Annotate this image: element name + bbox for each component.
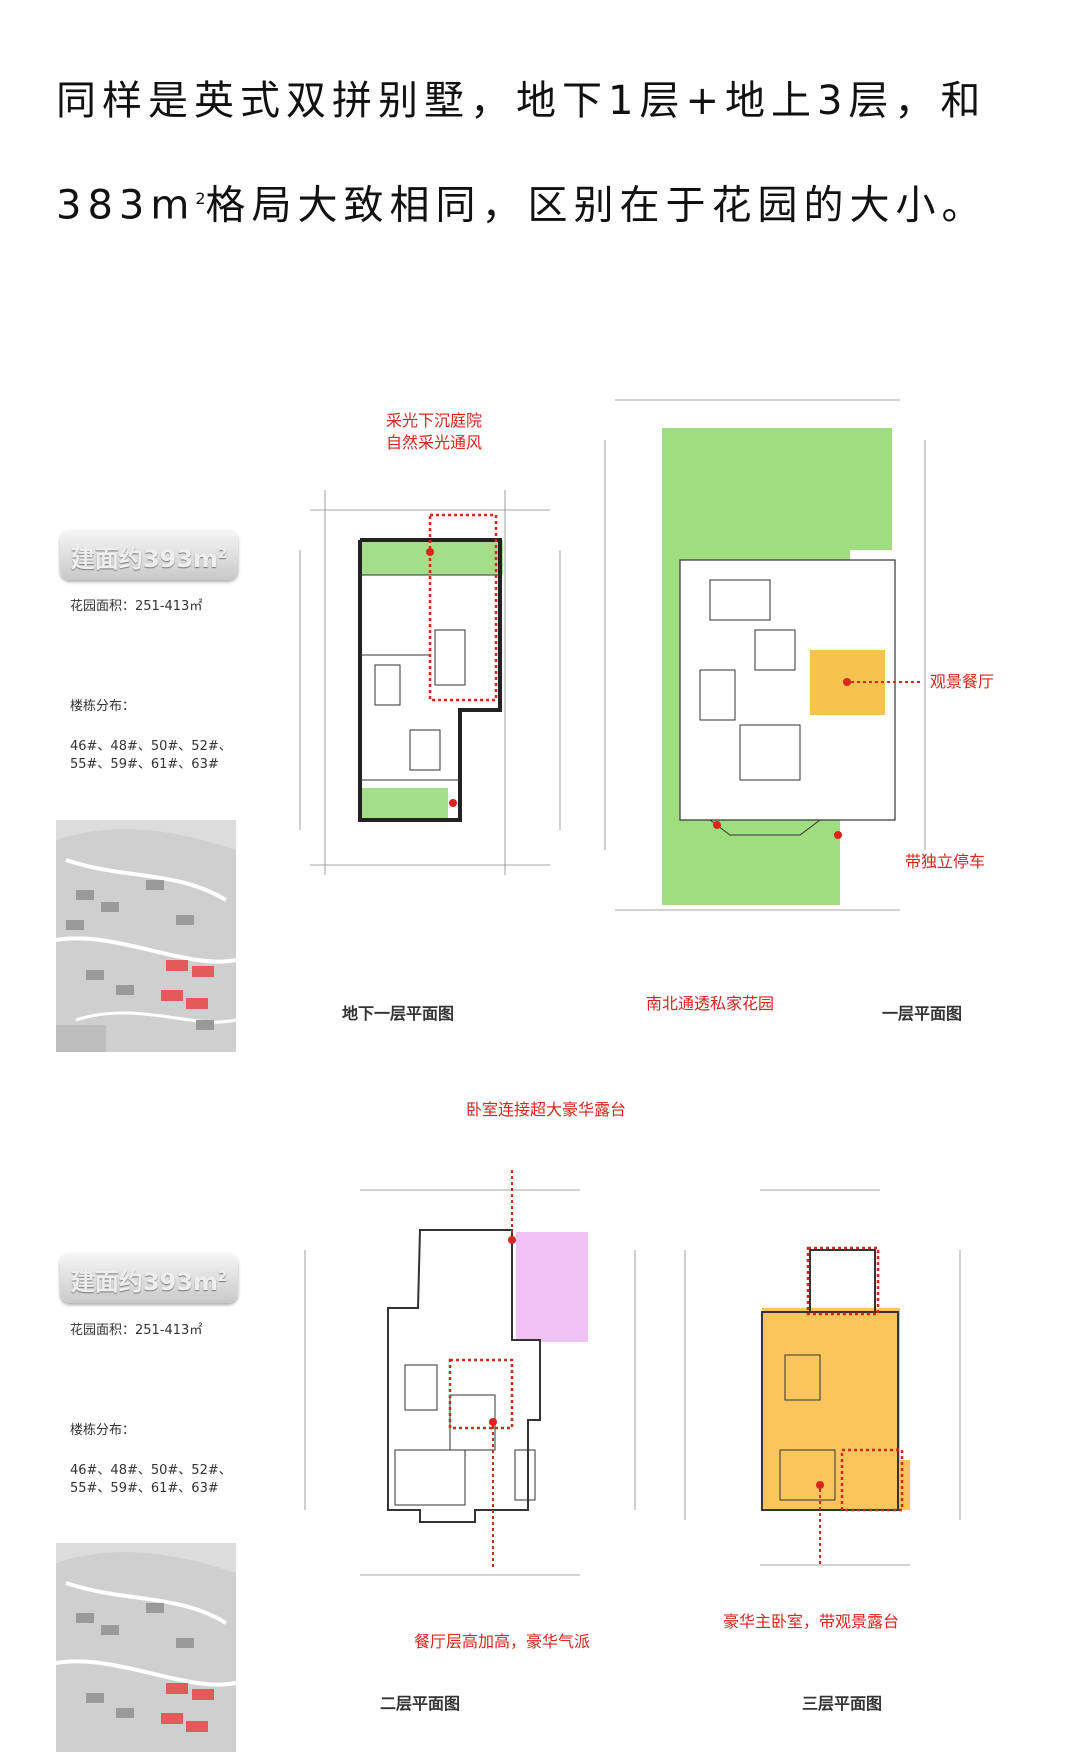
buildings-line-1a: 46#、48#、50#、52#、: [70, 739, 232, 754]
area-badge-2: 建面约393m2: [60, 1253, 238, 1303]
callout-master: 豪华主卧室，带观景露台: [723, 1612, 900, 1631]
garden-area-1: 花园面积：251-413㎡: [70, 599, 203, 614]
intro-area: 383m: [56, 182, 196, 229]
first-floor-plan: [604, 399, 926, 911]
buildings-title-1: 楼栋分布：: [70, 699, 136, 714]
intro-line-2-rest: 格局大致相同，区别在于花园的大小。: [205, 182, 988, 229]
buildings-line-1b: 55#、59#、61#、63#: [70, 757, 219, 772]
caption-floor3: 三层平面图: [802, 1694, 883, 1713]
area-badge-1: 建面约393m2: [60, 530, 238, 580]
callout-dining-high: 餐厅层高加高，豪华气派: [414, 1632, 591, 1651]
area-badge-text: 建面约393m: [70, 545, 219, 573]
site-map-1: [56, 820, 236, 1052]
intro-area-sup: 2: [195, 189, 206, 208]
basement-floor-plan: [299, 490, 561, 875]
area-badge-sup: 2: [218, 547, 228, 562]
intro-text: 同样是英式双拼别墅，地下1层+地上3层，和 383m2格局大致相同，区别在于花园…: [56, 52, 1036, 254]
area-badge-sup: 2: [218, 1270, 228, 1285]
buildings-title-2: 楼栋分布：: [70, 1423, 136, 1438]
callout-terrace: 卧室连接超大豪华露台: [466, 1100, 627, 1119]
callout-dining: 观景餐厅: [930, 672, 995, 691]
third-floor-plan: [684, 1189, 961, 1566]
callout-parking: 带独立停车: [905, 852, 986, 871]
site-map-2: [56, 1543, 236, 1752]
buildings-line-2b: 55#、59#、61#、63#: [70, 1481, 219, 1496]
intro-line-2: 383m2格局大致相同，区别在于花园的大小。: [56, 150, 1036, 254]
intro-line-1: 同样是英式双拼别墅，地下1层+地上3层，和: [56, 78, 987, 124]
callout-courtyard-text: 采光下沉庭院 自然采光通风: [386, 411, 483, 452]
callout-garden: 南北通透私家花园: [646, 994, 775, 1013]
area-badge-text: 建面约393m: [70, 1268, 219, 1296]
caption-floor1: 一层平面图: [882, 1004, 963, 1023]
caption-basement: 地下一层平面图: [342, 1004, 455, 1023]
caption-floor2: 二层平面图: [380, 1694, 461, 1713]
buildings-line-2a: 46#、48#、50#、52#、: [70, 1463, 232, 1478]
garden-area-2: 花园面积：251-413㎡: [70, 1323, 203, 1338]
second-floor-plan: [304, 1170, 636, 1576]
callout-courtyard: 采光下沉庭院 自然采光通风: [386, 410, 482, 454]
